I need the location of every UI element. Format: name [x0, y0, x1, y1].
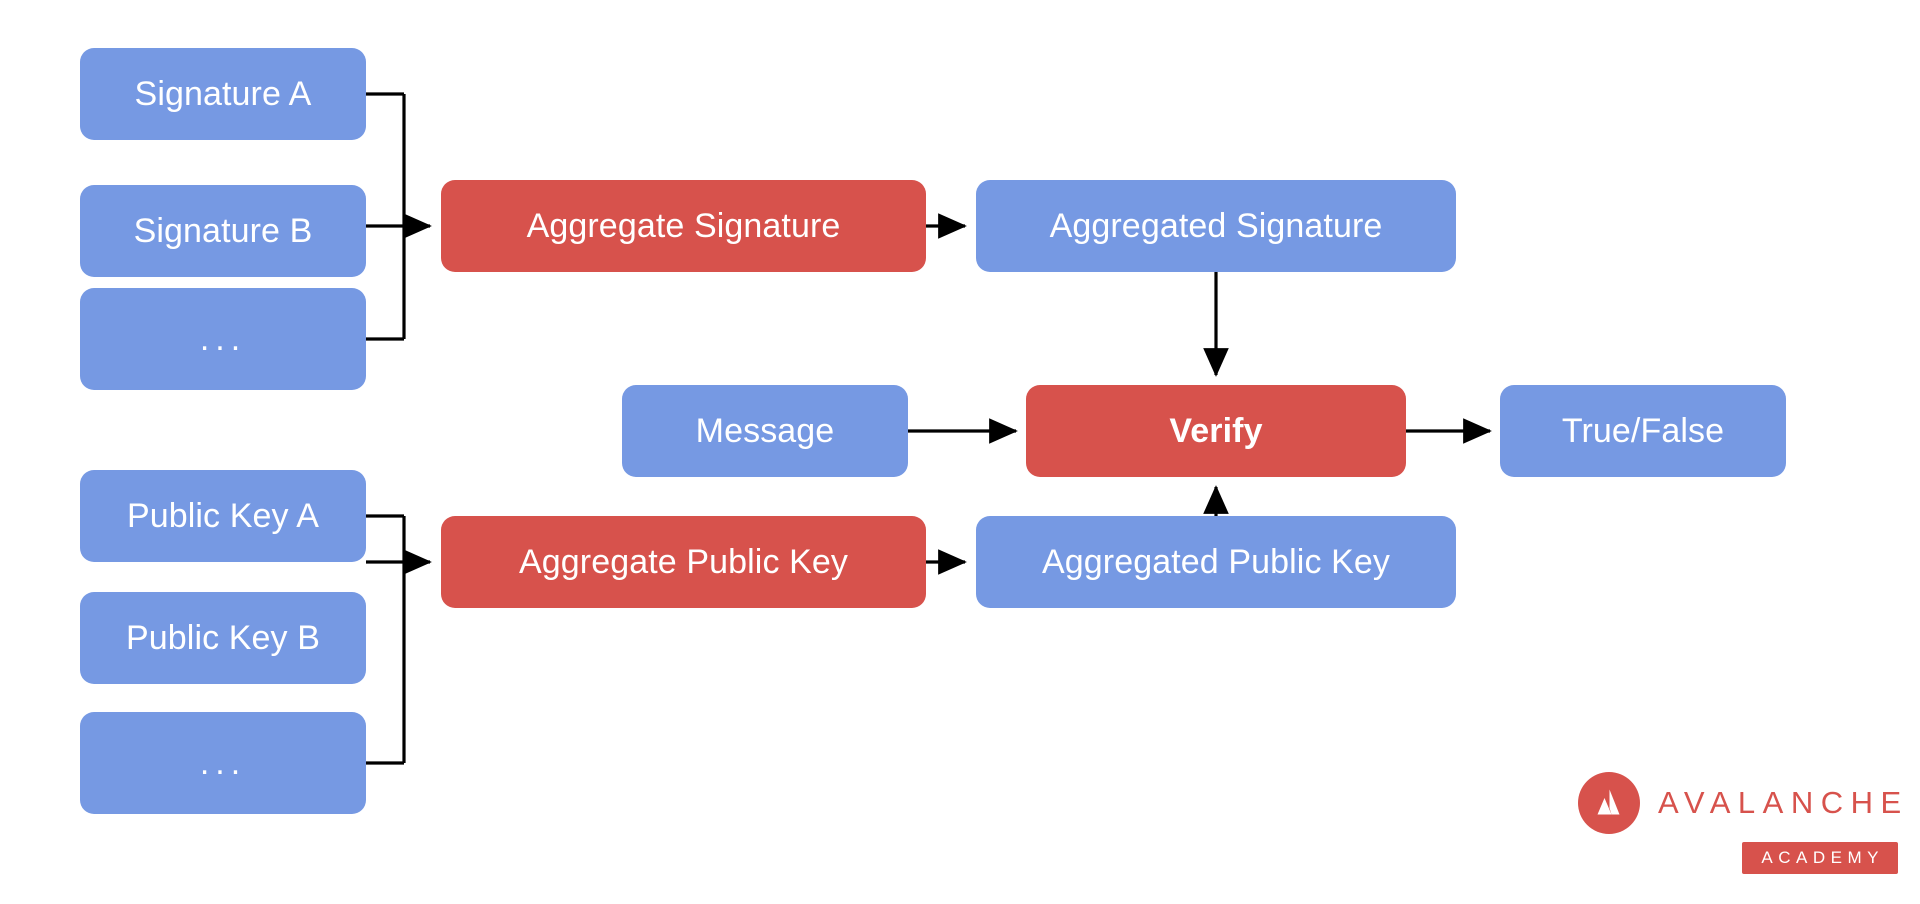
node-message[interactable]: Message [622, 385, 908, 477]
node-label: Public Key B [126, 619, 320, 657]
edge-public-key-bus [366, 514, 432, 765]
node-public-key-b[interactable]: Public Key B [80, 592, 366, 684]
node-label: Aggregated Signature [1049, 207, 1383, 245]
node-true-false[interactable]: True/False [1500, 385, 1786, 477]
node-public-key-a[interactable]: Public Key A [80, 470, 366, 562]
node-label: ... [199, 744, 247, 782]
node-label: Verify [1169, 412, 1263, 450]
node-signature-more[interactable]: ... [80, 288, 366, 390]
node-label: Message [695, 412, 835, 450]
node-label: Signature B [133, 212, 313, 250]
avalanche-triangle-icon [1578, 772, 1640, 834]
logo-top-row: AVALANCHE [1578, 772, 1909, 834]
node-label: Aggregate Signature [526, 207, 841, 245]
node-label: Aggregate Public Key [519, 543, 848, 581]
node-aggregate-signature[interactable]: Aggregate Signature [441, 180, 926, 272]
node-signature-a[interactable]: Signature A [80, 48, 366, 140]
node-label: ... [199, 320, 247, 358]
node-public-key-more[interactable]: ... [80, 712, 366, 814]
node-label: Aggregated Public Key [1042, 543, 1390, 581]
logo-wordmark: AVALANCHE [1658, 785, 1909, 820]
node-aggregate-public-key[interactable]: Aggregate Public Key [441, 516, 926, 608]
node-label: True/False [1561, 412, 1725, 450]
node-aggregated-signature[interactable]: Aggregated Signature [976, 180, 1456, 272]
edge-signature-bus [366, 92, 432, 341]
avalanche-academy-logo: AVALANCHE ACADEMY [1578, 772, 1901, 880]
node-aggregated-public-key[interactable]: Aggregated Public Key [976, 516, 1456, 608]
node-label: Public Key A [126, 497, 320, 535]
node-verify[interactable]: Verify [1026, 385, 1406, 477]
node-label: Signature A [134, 75, 312, 113]
logo-academy-badge: ACADEMY [1742, 842, 1898, 874]
node-signature-b[interactable]: Signature B [80, 185, 366, 277]
